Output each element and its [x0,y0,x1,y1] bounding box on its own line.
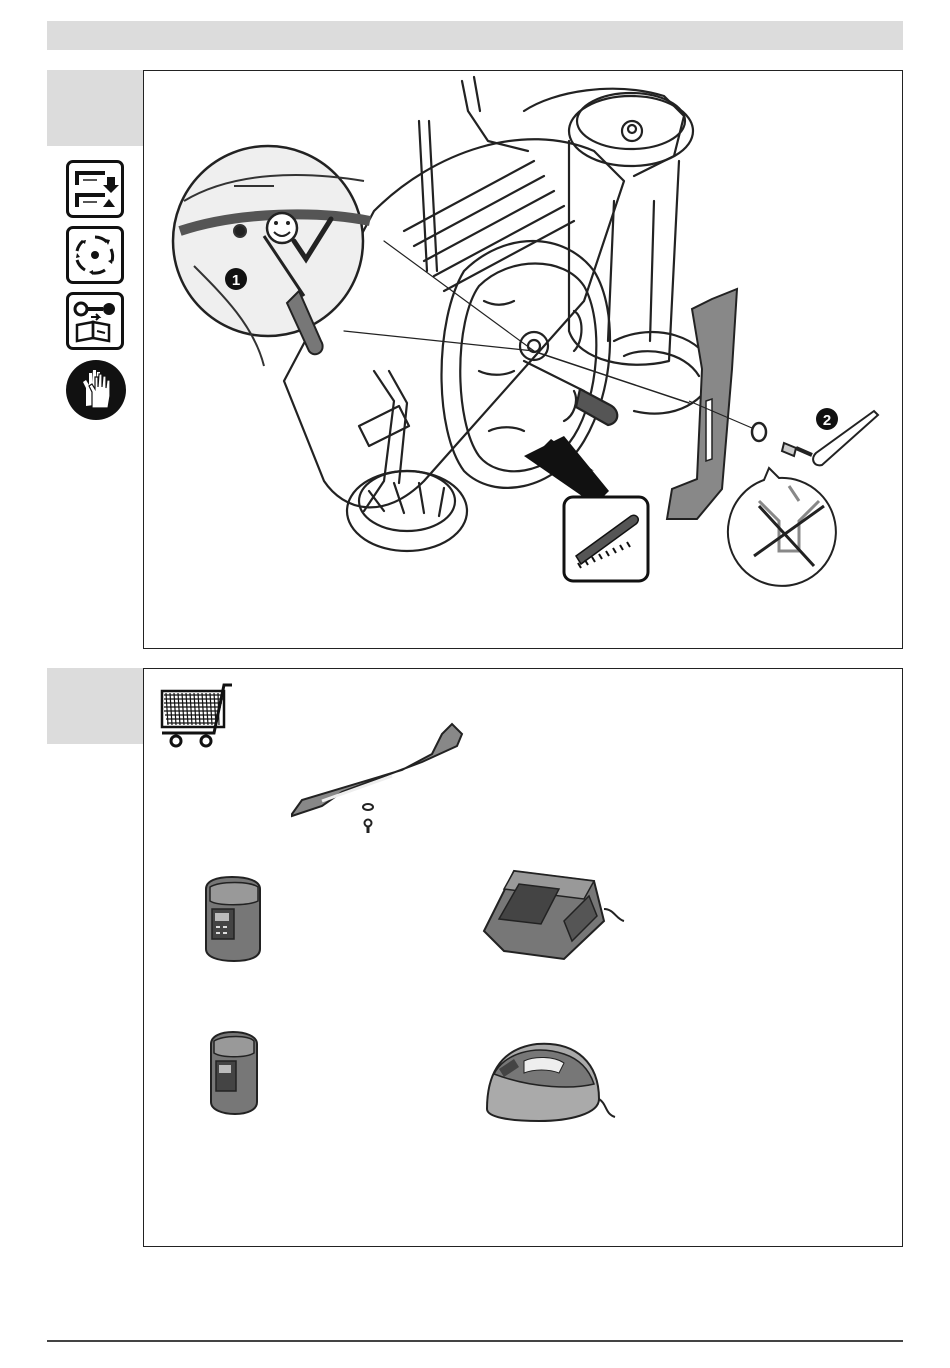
mower-blade-mounting-illustration: 1 2 [144,71,902,648]
section-2-accessories-panel [143,668,903,1247]
step-marker-2-label: 2 [823,412,831,429]
remove-key-read-manual-icon [66,292,124,350]
accessories-illustration [144,669,902,1246]
ok-smiley-icon [267,213,297,243]
battery-small-item [211,1032,257,1114]
section-1-illustration-panel: 1 2 [143,70,903,649]
step-marker-1-label: 1 [232,272,240,289]
wear-gloves-icon [66,360,126,420]
charger-fast-item [484,871,624,959]
direction-arrow-icon [524,436,609,505]
height-adjust-icon [66,160,124,218]
page-header-bar [47,21,903,50]
section-2-tab [47,668,144,744]
blade-shape [667,289,737,519]
blade-rotation-icon [66,226,124,284]
charger-standard-item [487,1044,615,1121]
battery-large-item [206,877,260,961]
replacement-blade-item [292,724,462,833]
shopping-cart-icon [162,685,232,746]
page-footer-rule [47,1340,903,1342]
no-grease-bubble [728,468,836,586]
section-1-tab [47,70,144,146]
